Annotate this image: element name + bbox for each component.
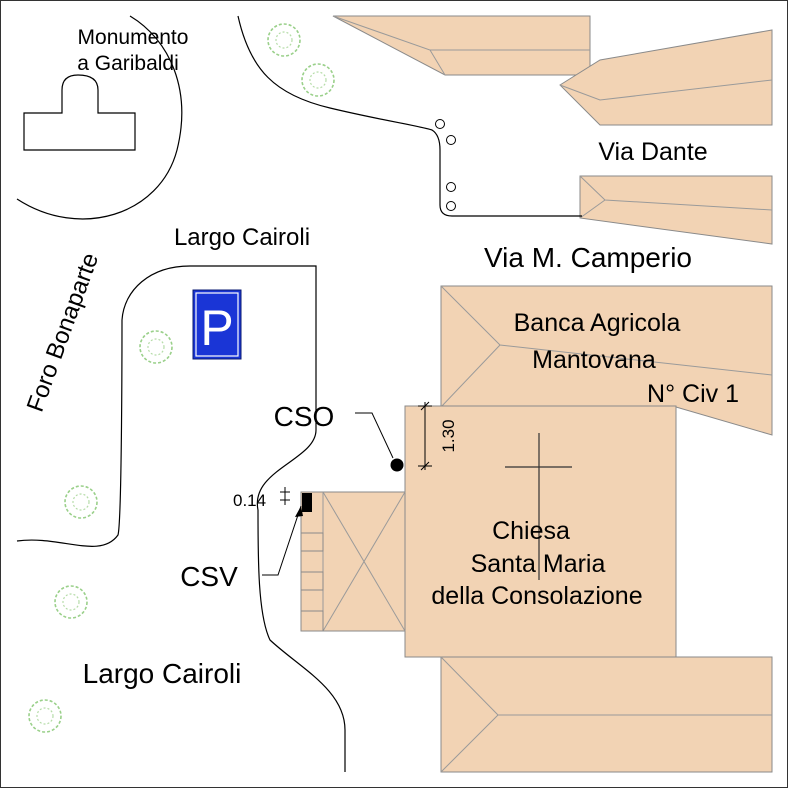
csv-dimension-label: 0.14 xyxy=(233,491,266,510)
tree-icon xyxy=(54,585,88,619)
building-top-left xyxy=(332,15,591,76)
cso-dimension-label: 1.30 xyxy=(439,419,458,452)
parking-sign-icon: P xyxy=(192,289,242,360)
cso-marker-icon xyxy=(355,412,404,472)
csv-label: CSV xyxy=(180,561,238,592)
monument-circle xyxy=(16,15,183,220)
csv-dimension xyxy=(280,487,290,505)
cso-dimension xyxy=(418,401,432,471)
monument-label-line1: Monumento xyxy=(78,26,189,49)
chiesa-label-line3: della Consolazione xyxy=(431,582,642,610)
tree-icon xyxy=(28,699,62,733)
cso-label: CSO xyxy=(274,401,335,432)
building-annex xyxy=(300,491,406,632)
building-banca xyxy=(440,285,773,436)
roads xyxy=(16,15,582,772)
largo-cairoli-bottom-label: Largo Cairoli xyxy=(83,658,242,689)
csv-marker-icon xyxy=(262,493,312,576)
buildings xyxy=(300,15,773,773)
building-top-right xyxy=(559,29,773,126)
foro-bonaparte-label: Foro Bonaparte xyxy=(22,249,104,415)
via-dante-label: Via Dante xyxy=(598,138,707,166)
monument-label-line2: a Garibaldi xyxy=(77,52,179,75)
via-camperio-curb xyxy=(237,15,582,217)
via-camperio-label: Via M. Camperio xyxy=(484,242,692,273)
parking-letter: P xyxy=(200,300,233,356)
tree-icon xyxy=(267,23,301,57)
chiesa-label-line2: Santa Maria xyxy=(471,550,606,578)
monument-garibaldi xyxy=(23,74,136,151)
tree-icon xyxy=(64,485,98,519)
banca-label-line3: N° Civ 1 xyxy=(647,380,739,408)
building-via-dante xyxy=(579,175,773,245)
banca-label-line1: Banca Agricola xyxy=(514,309,681,337)
tree-icon xyxy=(139,330,173,364)
parking-curb xyxy=(16,265,346,772)
largo-cairoli-top-label: Largo Cairoli xyxy=(174,224,310,251)
chiesa-label-line1: Chiesa xyxy=(492,517,570,545)
church-cross-icon xyxy=(505,433,572,580)
tree-icon xyxy=(301,63,335,97)
banca-label-line2: Mantovana xyxy=(532,346,656,374)
